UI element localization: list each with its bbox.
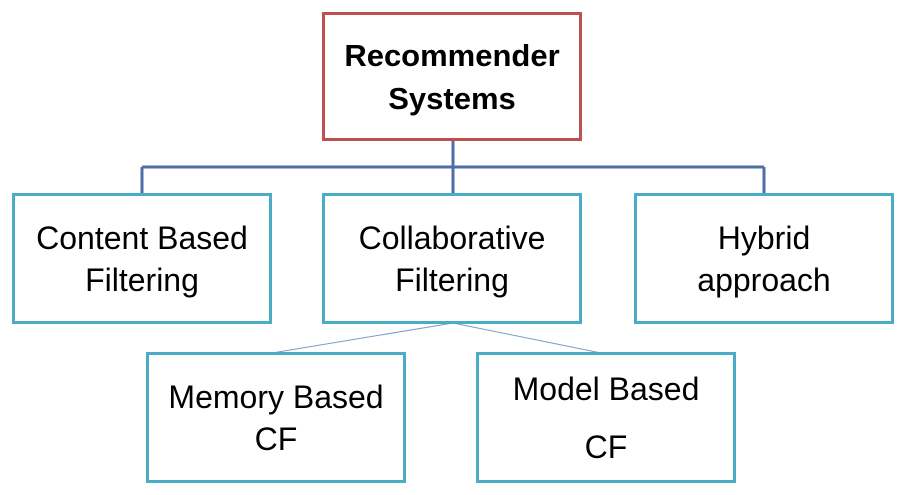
recommender-systems-label: Recommender Systems — [344, 37, 560, 116]
hybrid-approach-label: Hybrid approach — [697, 219, 831, 298]
collaborative-filtering-node: Collaborative Filtering — [322, 193, 582, 324]
content-based-filtering-node: Content Based Filtering — [12, 193, 272, 324]
root-connector — [140, 140, 766, 193]
content-based-filtering-label: Content Based Filtering — [36, 219, 248, 298]
model-based-cf-node: Model Based CF — [476, 352, 736, 483]
recommender-systems-node: Recommender Systems — [322, 12, 582, 141]
memory-based-cf-node: Memory Based CF — [146, 352, 406, 483]
cf-connector — [265, 322, 607, 355]
model-based-cf-label: Model Based CF — [512, 370, 700, 465]
memory-based-cf-label: Memory Based CF — [168, 378, 384, 457]
hybrid-approach-node: Hybrid approach — [634, 193, 894, 324]
collaborative-filtering-label: Collaborative Filtering — [358, 219, 546, 298]
